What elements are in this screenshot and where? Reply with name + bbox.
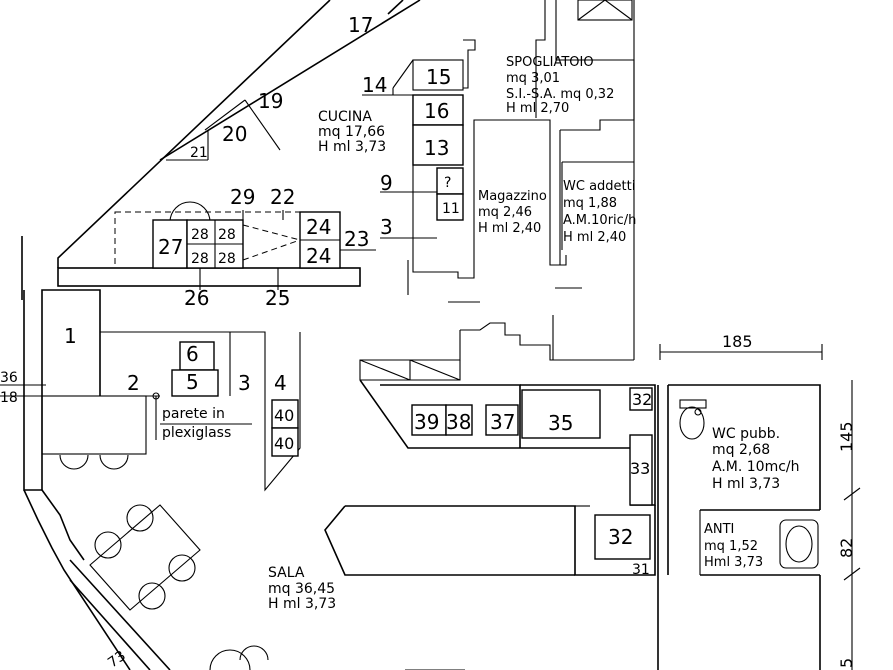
item-6: 6 <box>186 342 199 366</box>
item-37: 37 <box>490 410 515 434</box>
item-40-a: 40 <box>274 406 294 425</box>
magazzino-name: Magazzino <box>478 189 547 204</box>
item-23: 23 <box>344 227 369 251</box>
item-26: 26 <box>184 286 209 310</box>
item-4: 4 <box>274 371 287 395</box>
item-17: 17 <box>348 13 373 37</box>
wc-pubb-height: H ml 3,73 <box>712 476 780 492</box>
item-3-kitchen: 3 <box>380 215 393 239</box>
item-21: 21 <box>190 145 208 161</box>
item-11: 11 <box>442 201 460 217</box>
spogliatoio-name: SPOGLIATOIO <box>506 55 594 70</box>
item-numbers: 17 19 20 21 15 14 16 13 9 ? 11 3 29 22 2… <box>64 13 652 578</box>
item-28-c: 28 <box>191 251 209 267</box>
sala-height: H ml 3,73 <box>268 596 336 612</box>
item-27: 27 <box>158 235 183 259</box>
magazzino-height: H ml 2,40 <box>478 221 541 236</box>
cucina-height: H ml 3,73 <box>318 139 386 155</box>
sala-area: mq 36,45 <box>268 581 335 597</box>
cucina-name: CUCINA <box>318 109 372 125</box>
wc-pubb-name: WC pubb. <box>712 426 780 442</box>
item-28-b: 28 <box>218 227 236 243</box>
kitchen-items <box>41 59 653 560</box>
item-14: 14 <box>362 73 387 97</box>
wc-addetti-area: mq 1,88 <box>563 196 617 211</box>
wc-pubb-area: mq 2,68 <box>712 442 770 458</box>
sala-name: SALA <box>268 565 305 581</box>
wc-addetti-name: WC addetti <box>563 179 635 194</box>
room-labels: SPOGLIATOIO mq 3,01 S.I.-S.A. mq 0,32 H … <box>162 55 800 612</box>
item-24-b: 24 <box>306 244 331 268</box>
dim-185: 185 <box>722 332 753 351</box>
dim-82: 82 <box>837 538 856 558</box>
plexiglass-note-line2: plexiglass <box>162 425 231 441</box>
item-38: 38 <box>446 410 471 434</box>
item-25: 25 <box>265 286 290 310</box>
sala-furniture <box>59 399 819 670</box>
magazzino-area: mq 2,46 <box>478 205 532 220</box>
item-32-large: 32 <box>608 525 633 549</box>
spogliatoio-si: S.I.-S.A. mq 0,32 <box>506 87 614 102</box>
item-33: 33 <box>630 459 650 478</box>
item-2: 2 <box>127 371 140 395</box>
wc-addetti-height: H ml 2,40 <box>563 230 626 245</box>
item-39: 39 <box>414 410 439 434</box>
item-question: ? <box>444 175 451 191</box>
plexiglass-note-line1: parete in <box>162 406 225 422</box>
spogliatoio-height: H ml 2,70 <box>506 101 569 116</box>
dim-18: 18 <box>0 390 18 406</box>
spogliatoio-area: mq 3,01 <box>506 71 560 86</box>
cucina-area: mq 17,66 <box>318 124 385 140</box>
anti-height: Hml 3,73 <box>704 555 763 570</box>
item-15: 15 <box>426 65 451 89</box>
item-32-small: 32 <box>632 390 652 409</box>
item-22: 22 <box>270 185 295 209</box>
dim-36: 36 <box>0 370 18 386</box>
dim-5: 5 <box>837 658 856 668</box>
item-28-d: 28 <box>218 251 236 267</box>
wc-addetti-am: A.M.10ric/h <box>563 213 636 228</box>
item-13: 13 <box>424 136 449 160</box>
dimension-labels: 185 145 82 5 36 18 73 <box>0 332 856 670</box>
item-19: 19 <box>258 89 283 113</box>
dim-73: 73 <box>105 648 129 670</box>
item-1: 1 <box>64 324 77 348</box>
item-29: 29 <box>230 185 255 209</box>
item-9: 9 <box>380 171 393 195</box>
item-31: 31 <box>632 562 650 578</box>
item-5: 5 <box>186 370 199 394</box>
item-20: 20 <box>222 122 247 146</box>
item-24-a: 24 <box>306 215 331 239</box>
anti-area: mq 1,52 <box>704 539 758 554</box>
item-40-b: 40 <box>274 434 294 453</box>
wc-pubb-am: A.M. 10mc/h <box>712 459 800 475</box>
item-3: 3 <box>238 371 251 395</box>
item-28-a: 28 <box>191 227 209 243</box>
dim-145: 145 <box>837 421 856 452</box>
walls <box>21 0 821 670</box>
item-35: 35 <box>548 411 573 435</box>
item-16: 16 <box>424 99 449 123</box>
anti-name: ANTI <box>704 522 734 537</box>
